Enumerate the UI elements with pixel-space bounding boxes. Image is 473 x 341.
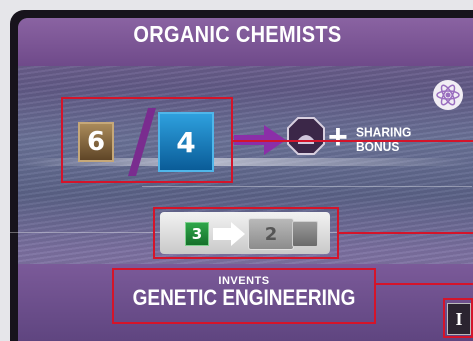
invents-label: INVENTS (218, 275, 270, 287)
upgrade-highlight (153, 207, 339, 259)
title-band (18, 18, 473, 66)
green-upgrade-tile: 3 (185, 222, 209, 246)
invents-highlight (112, 268, 376, 324)
upgrade-arrow-icon (213, 222, 245, 246)
plus-sign: + (328, 118, 348, 156)
guide-line (142, 186, 472, 187)
brown-cost-tile: 6 (78, 122, 114, 162)
cost-highlight (61, 97, 233, 183)
grey-upgrade-tile: 2 (248, 218, 294, 250)
technology-name: GENETIC ENGINEERING (132, 286, 356, 311)
slash-divider (128, 108, 156, 176)
light-streak (18, 158, 473, 166)
card-title: ORGANIC CHEMISTS (133, 22, 342, 48)
card-panel (18, 18, 473, 341)
atom-icon (433, 80, 463, 110)
blue-cost-tile: 4 (158, 112, 214, 172)
grey-upgrade-tile-back (292, 221, 318, 247)
octagon-sharing-icon (287, 117, 325, 155)
civilization-card[interactable] (10, 10, 473, 341)
era-badge: I (447, 303, 471, 335)
era-highlight (443, 298, 473, 338)
invents-band (18, 264, 473, 341)
sharing-bonus-label: SHARING BONUS (356, 124, 412, 155)
callout-line-middle (339, 232, 473, 234)
callout-line-top (233, 140, 473, 142)
callout-line-bottom (376, 283, 473, 285)
